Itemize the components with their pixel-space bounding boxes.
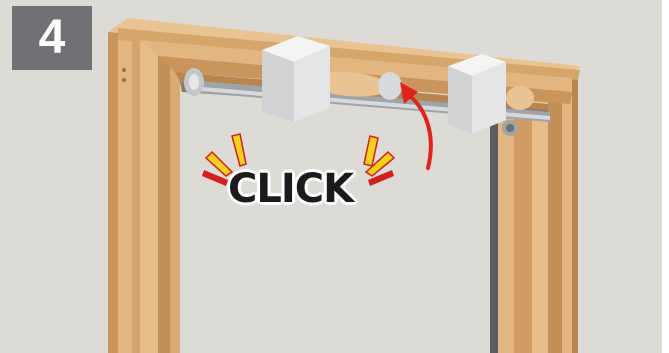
- border-right: [662, 0, 669, 353]
- click-callout: CLICK: [228, 166, 353, 212]
- left-bracket: [262, 36, 330, 122]
- step-number: 4: [39, 14, 66, 62]
- left-frame-post: [108, 28, 180, 353]
- step-badge: 4: [12, 6, 92, 70]
